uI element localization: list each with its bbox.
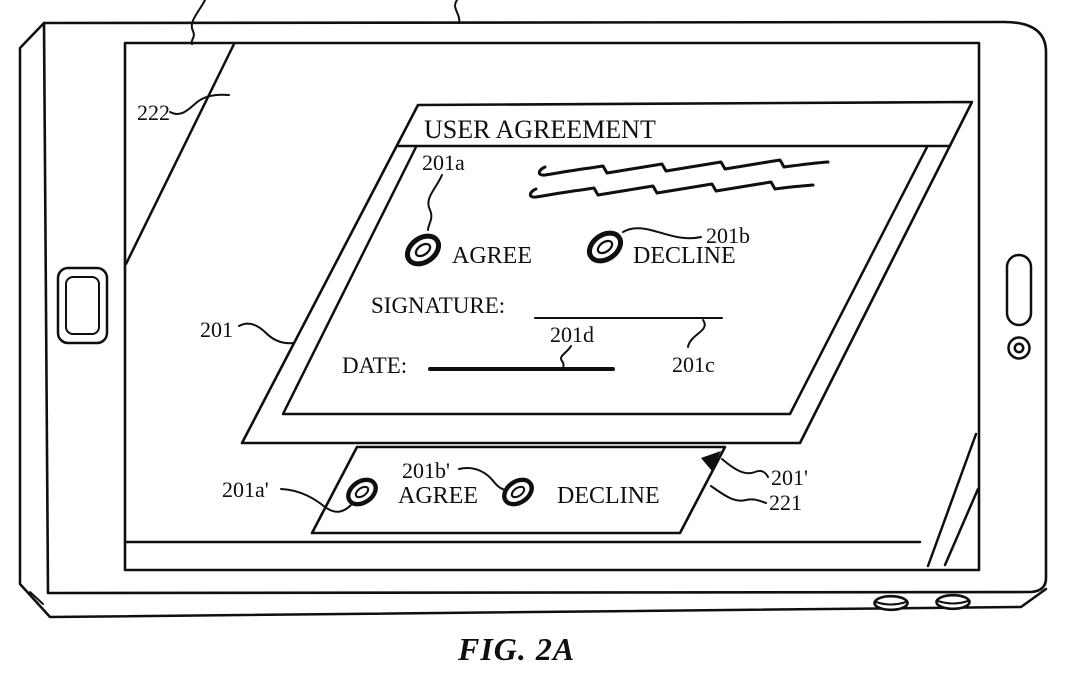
dialog-title: USER AGREEMENT xyxy=(424,115,656,144)
top-leader-line-right xyxy=(454,0,461,24)
ref-201a-leader xyxy=(427,174,443,231)
bar-panel xyxy=(310,445,727,535)
device-side-thickness xyxy=(18,21,1048,619)
ref-201: 201 xyxy=(200,317,233,342)
agree-option-label: AGREE xyxy=(452,243,532,269)
agreement-text-squiggle-1 xyxy=(537,158,830,177)
ref-201a-prime: 201a' xyxy=(222,477,269,502)
side-button-right xyxy=(935,593,971,611)
agreement-bar: AGREE DECLINE xyxy=(310,445,727,535)
ref-201a-prime-leader xyxy=(280,488,352,513)
device-corner-hatch xyxy=(29,591,44,605)
agreement-text-squiggle-2 xyxy=(528,180,815,199)
top-leader-line-left xyxy=(190,0,206,45)
ref-222-leader xyxy=(169,93,230,115)
speaker-icon xyxy=(1005,253,1033,327)
bar-decline-label: DECLINE xyxy=(557,483,660,509)
ref-221: 221 xyxy=(769,490,802,515)
figure-caption: FIG. 2A xyxy=(457,631,575,667)
screen-glare-bottom-right-2 xyxy=(943,487,980,567)
flick-arrow-icon xyxy=(701,451,721,471)
ref-201b-leader xyxy=(622,227,702,240)
ref-222: 222 xyxy=(137,100,170,125)
ref-201b-prime: 201b' xyxy=(402,458,450,483)
decline-radio-icon xyxy=(586,230,624,264)
dialog-inner-border xyxy=(281,145,929,416)
date-label: DATE: xyxy=(342,353,407,378)
camera-lens-icon xyxy=(1013,342,1025,354)
ref-221-leader xyxy=(710,485,767,504)
ref-201-prime-leader xyxy=(721,458,769,478)
camera-icon xyxy=(1007,336,1031,360)
side-button-left xyxy=(873,594,909,612)
bar-agree-radio-icon xyxy=(346,477,378,507)
ref-201-leader xyxy=(238,322,295,345)
ref-201a: 201a xyxy=(422,150,465,175)
ref-201d: 201d xyxy=(550,322,594,347)
ref-201b: 201b xyxy=(706,223,750,248)
ref-201c-leader xyxy=(687,319,706,348)
screen-glare-top-left xyxy=(124,42,236,266)
home-button-inner xyxy=(65,276,100,335)
screen-glare-bottom-right-1 xyxy=(926,432,978,568)
home-button-icon xyxy=(56,266,109,345)
bar-agree-label: AGREE xyxy=(398,483,478,509)
ref-201-prime: 201' xyxy=(771,465,808,490)
ref-201d-leader xyxy=(560,345,572,369)
ref-201b-prime-leader xyxy=(458,467,506,491)
decline-option-label: DECLINE xyxy=(633,243,736,269)
user-agreement-dialog: USER AGREEMENT 201a AGREE DECLINE 201b S… xyxy=(240,100,974,445)
agree-radio-icon xyxy=(404,233,442,267)
signature-label: SIGNATURE: xyxy=(371,293,505,318)
ref-201c: 201c xyxy=(672,352,715,377)
bar-decline-radio-icon xyxy=(502,477,534,507)
